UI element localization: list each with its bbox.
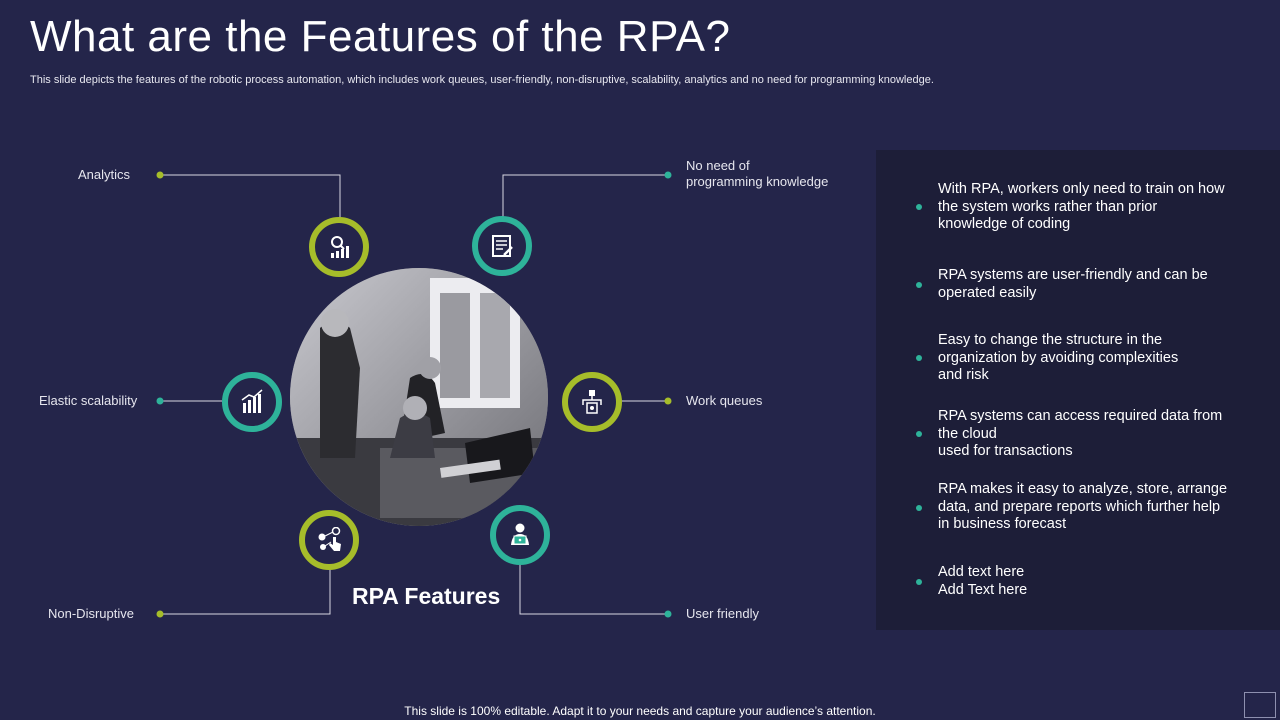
panel-item-5: RPA makes it easy to analyze, store, arr…: [938, 481, 1228, 532]
growth-chart-icon: [239, 389, 265, 415]
panel-bullet: [916, 204, 922, 210]
panel-item-3: Easy to change the structure in the orga…: [938, 332, 1179, 383]
feature-label-analytics: Analytics: [78, 167, 131, 182]
feature-label-user-friendly: User friendly: [686, 606, 759, 621]
no-programming-ring: [472, 216, 532, 276]
footer-note: This slide is 100% editable. Adapt it to…: [404, 704, 876, 718]
panel-item-6: Add text here Add Text here: [938, 564, 1028, 598]
analytics-chart-icon: [326, 234, 352, 260]
user-laptop-icon: [507, 522, 533, 548]
slide-number-box: [1244, 692, 1276, 718]
analytics-ring: [309, 217, 369, 277]
panel-bullet: [916, 505, 922, 511]
slide-subtitle: This slide depicts the features of the r…: [30, 74, 934, 86]
document-edit-icon: [489, 233, 515, 259]
features-panel: [876, 150, 1280, 630]
panel-bullet: [916, 355, 922, 361]
user-friendly-ring: [490, 505, 550, 565]
elastic-dot: [156, 397, 164, 405]
analytics-dot: [156, 171, 164, 179]
panel-bullet: [916, 579, 922, 585]
work-queues-ring: [562, 372, 622, 432]
panel-bullet: [916, 282, 922, 288]
elastic-scalability-ring: [222, 372, 282, 432]
team-photo: [290, 268, 548, 526]
workflow-icon: [579, 389, 605, 415]
non-disruptive-ring: [299, 510, 359, 570]
feature-label-work-queues: Work queues: [686, 393, 763, 408]
feature-label-non-disruptive: Non-Disruptive: [48, 606, 134, 621]
feature-label-elastic-scalability: Elastic scalability: [39, 393, 138, 408]
panel-item-1: With RPA, workers only need to train on …: [938, 181, 1225, 232]
no-programming-dot: [664, 171, 672, 179]
panel-item-4: RPA systems can access required data fro…: [938, 408, 1223, 459]
user-friendly-dot: [664, 610, 672, 618]
work-queues-dot: [664, 397, 672, 405]
panel-bullet: [916, 431, 922, 437]
panel-item-2: RPA systems are user-friendly and can be…: [938, 267, 1208, 301]
feature-label-no-programming: No need of programming knowledge: [686, 158, 829, 189]
center-label: RPA Features: [352, 583, 501, 609]
slide-title: What are the Features of the RPA?: [30, 12, 731, 61]
touch-network-icon: [316, 527, 342, 553]
non-disruptive-dot: [156, 610, 164, 618]
